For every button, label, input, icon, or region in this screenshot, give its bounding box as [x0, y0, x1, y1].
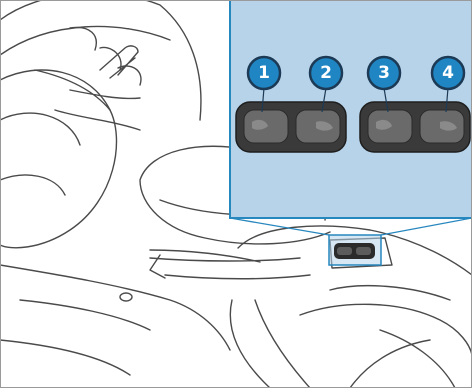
small-switch-right	[356, 247, 371, 255]
steering-wheel	[0, 0, 201, 120]
seat-switch-small	[334, 243, 375, 259]
callout-1: 1	[248, 57, 280, 89]
switch-block-left	[236, 102, 346, 152]
floor-lines	[0, 250, 260, 375]
callout-2: 2	[310, 57, 342, 89]
switch-block-right	[360, 102, 470, 152]
callout-4: 4	[432, 57, 464, 89]
callout-1-label: 1	[258, 63, 270, 83]
left-seat-bolster	[0, 113, 80, 195]
inset-panel: 1 2 3 4	[230, 0, 472, 218]
shift-lever	[100, 46, 138, 78]
callout-4-label: 4	[442, 63, 454, 83]
callout-2-label: 2	[320, 63, 332, 83]
leader-line-right	[381, 218, 472, 235]
small-switch-left	[337, 247, 352, 255]
left-seat-back	[0, 70, 117, 248]
callout-3-label: 3	[378, 63, 390, 83]
callout-3: 3	[368, 57, 400, 89]
right-seat-side-trim	[150, 255, 310, 279]
floor-bolt	[120, 293, 132, 301]
center-console	[35, 27, 141, 130]
